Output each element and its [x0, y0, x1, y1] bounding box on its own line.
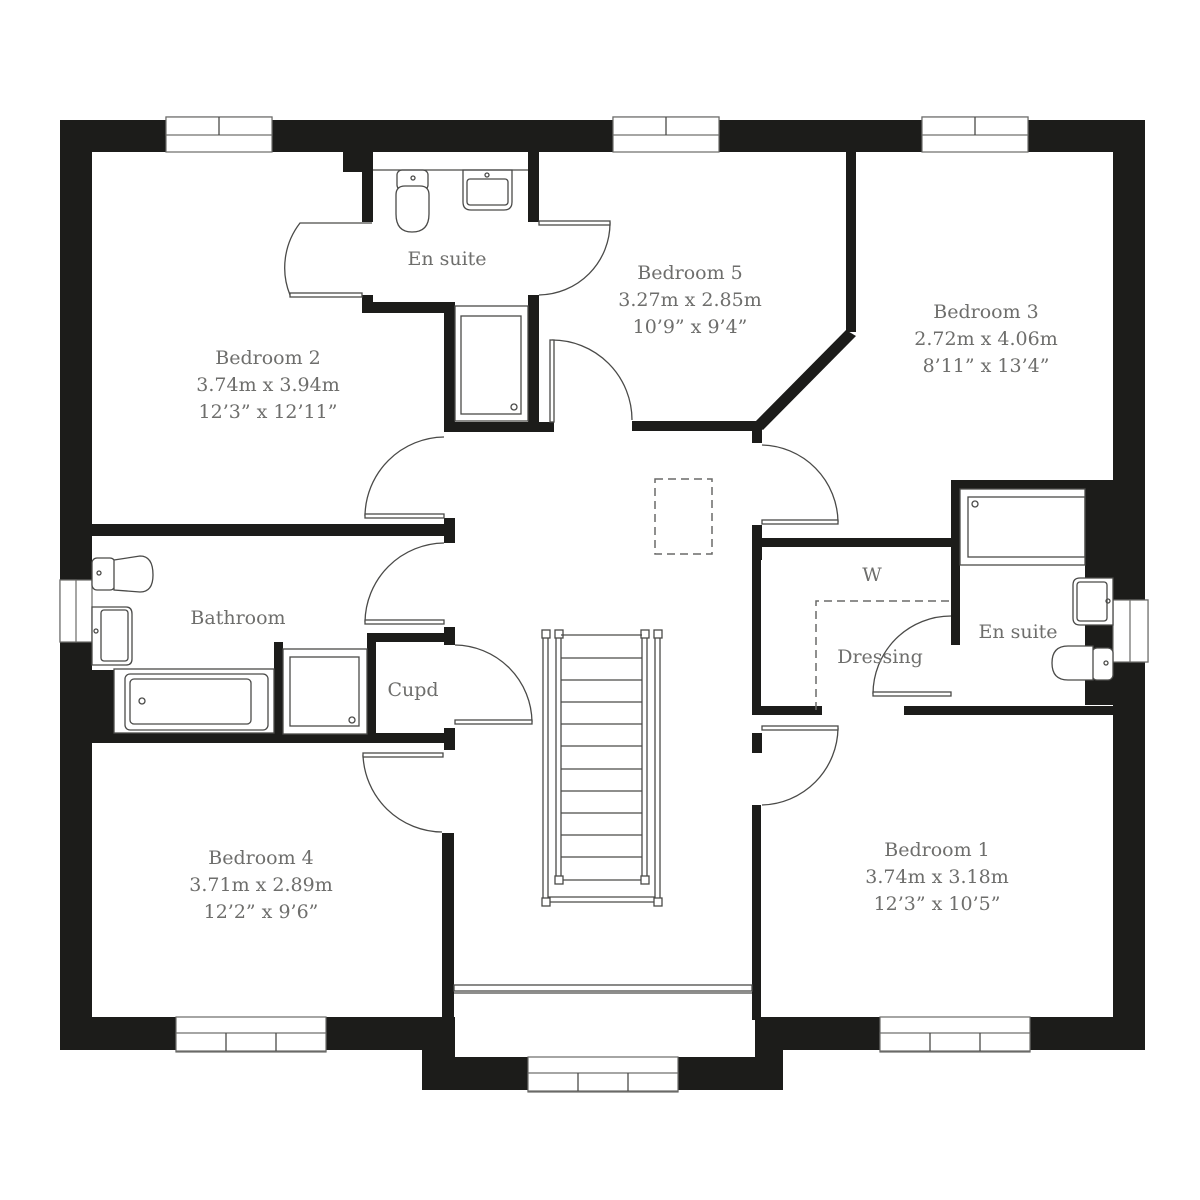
room-label-ensuite-right: En suite [978, 619, 1057, 646]
balustrade [453, 984, 753, 994]
window-bedroom2 [165, 116, 273, 153]
room-name: Bedroom 5 [637, 262, 743, 284]
room-name: Dressing [837, 646, 923, 668]
basin-icon [462, 169, 513, 211]
door-bedroom2-ensuite[interactable] [284, 222, 372, 298]
loft-hatch [654, 478, 713, 555]
window-bedroom4 [175, 1016, 327, 1053]
room-size-imperial: 10’9” x 9’4” [632, 316, 748, 338]
room-name: En suite [407, 248, 487, 270]
door-bedroom3[interactable] [761, 444, 839, 525]
toilet-icon [395, 169, 430, 233]
wardrobe-outline [815, 600, 951, 710]
basin-icon [1072, 577, 1114, 626]
room-name: Cupd [387, 679, 439, 701]
room-label-bedroom1: Bedroom 1 3.74m x 3.18m 12’3” x 10’5” [865, 837, 1008, 918]
basin-icon [91, 606, 133, 666]
staircase [541, 629, 663, 907]
toilet-icon [1051, 645, 1114, 681]
window-landing [527, 1056, 679, 1093]
door-bedroom5[interactable] [549, 339, 633, 423]
door-cupd[interactable] [454, 644, 533, 725]
room-name: Bathroom [190, 607, 286, 629]
room-size-metric: 3.27m x 2.85m [618, 289, 762, 311]
room-label-bedroom4: Bedroom 4 3.71m x 2.89m 12’2” x 9’6” [189, 845, 332, 926]
room-label-bedroom3: Bedroom 3 2.72m x 4.06m 8’11” x 13’4” [914, 299, 1057, 380]
shower-tray-icon [959, 488, 1086, 566]
window-ensuite-right [1112, 599, 1149, 663]
window-bathroom [59, 579, 93, 643]
room-name: Bedroom 1 [884, 839, 990, 861]
room-label-dressing: Dressing [837, 644, 923, 671]
room-size-imperial: 12’2” x 9’6” [203, 901, 319, 923]
door-ensuite-dressing[interactable] [872, 615, 952, 697]
room-label-bedroom5: Bedroom 5 3.27m x 2.85m 10’9” x 9’4” [618, 260, 761, 341]
bath-icon [113, 668, 275, 734]
windows [59, 116, 1149, 1093]
door-bathroom[interactable] [364, 542, 445, 625]
room-size-metric: 3.74m x 3.18m [865, 866, 1009, 888]
door-ensuite-bedroom5[interactable] [538, 220, 611, 296]
room-name: En suite [978, 621, 1058, 643]
room-name: W [862, 564, 882, 586]
room-name: Bedroom 3 [933, 301, 1039, 323]
room-size-metric: 3.74m x 3.94m [196, 374, 340, 396]
window-bedroom1 [879, 1016, 1031, 1053]
fixtures [91, 169, 1114, 735]
room-size-imperial: 8’11” x 13’4” [922, 355, 1050, 377]
window-bedroom5 [612, 116, 720, 153]
door-bedroom4[interactable] [362, 752, 444, 833]
doors [284, 220, 952, 833]
room-size-imperial: 12’3” x 12’11” [198, 401, 338, 423]
room-label-cupd: Cupd [387, 677, 438, 704]
room-label-ensuite-top: En suite [407, 246, 486, 273]
room-size-metric: 2.72m x 4.06m [914, 328, 1058, 350]
shower-tray-icon [282, 648, 368, 735]
room-size-metric: 3.71m x 2.89m [189, 874, 333, 896]
room-size-imperial: 12’3” x 10’5” [873, 893, 1001, 915]
window-bedroom3 [921, 116, 1029, 153]
door-bedroom1[interactable] [761, 725, 839, 806]
room-label-bathroom: Bathroom [190, 605, 285, 632]
toilet-icon [91, 555, 154, 593]
door-bedroom2[interactable] [364, 436, 445, 519]
room-label-bedroom2: Bedroom 2 3.74m x 3.94m 12’3” x 12’11” [196, 345, 339, 426]
room-name: Bedroom 4 [208, 847, 314, 869]
room-name: Bedroom 2 [215, 347, 321, 369]
internal-walls [90, 150, 1116, 1023]
room-label-wardrobe: W [862, 562, 882, 589]
shower-tray-icon [454, 305, 529, 422]
